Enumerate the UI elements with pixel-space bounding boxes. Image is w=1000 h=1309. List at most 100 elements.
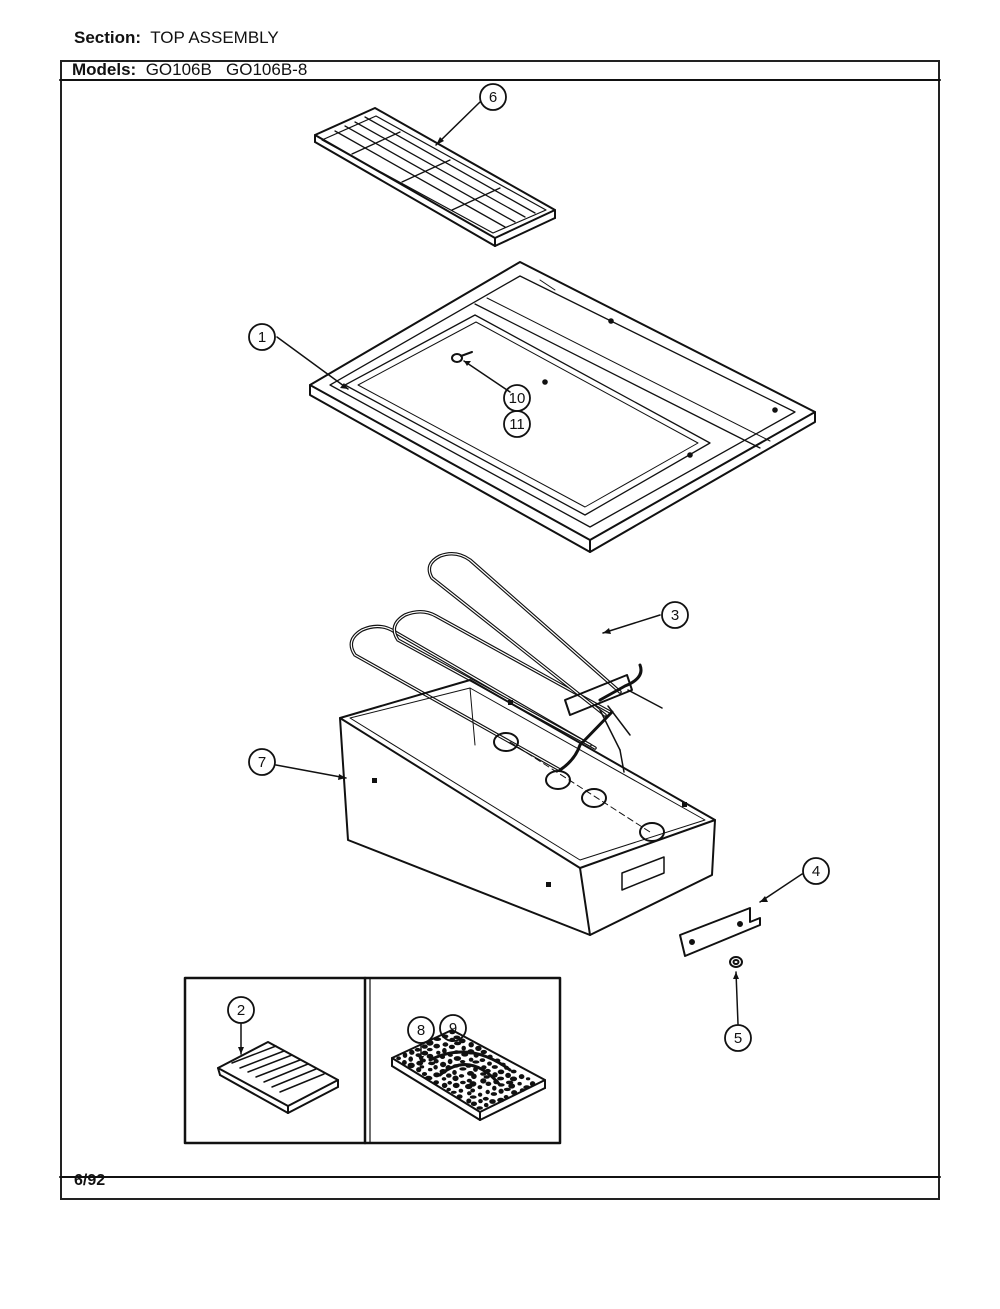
lava-rock (511, 1090, 518, 1096)
accessory-inset-frame (183, 976, 562, 1145)
lava-rock (453, 1050, 460, 1054)
lava-rock (505, 1072, 511, 1078)
lava-rock (452, 1064, 460, 1068)
lava-rock (424, 1075, 433, 1081)
lava-rock (450, 1090, 457, 1094)
lava-rock (408, 1056, 414, 1062)
revision-date: 6/92 (74, 1172, 106, 1189)
lava-rock (478, 1099, 483, 1104)
screw-part (451, 351, 473, 363)
lava-rock (439, 1069, 447, 1074)
lava-rock (458, 1088, 464, 1093)
lava-rock (497, 1076, 505, 1081)
lava-rock (497, 1069, 505, 1075)
lava-rock (441, 1077, 447, 1081)
lava-rock (492, 1085, 497, 1091)
lava-rock (477, 1085, 483, 1090)
lava-rock (421, 1050, 429, 1056)
lava-rock (510, 1069, 517, 1074)
callout-8: 8 (417, 1022, 425, 1039)
lava-rock (475, 1045, 482, 1051)
lava-rock (468, 1042, 474, 1048)
callout-7: 7 (258, 754, 266, 771)
callout-4: 4 (812, 863, 820, 880)
lava-rock (409, 1049, 415, 1055)
lava-rock (448, 1044, 455, 1050)
lava-rock (519, 1088, 526, 1092)
callout-3: 3 (671, 607, 679, 624)
lava-rock (421, 1072, 428, 1076)
grill-grate-part (314, 107, 556, 247)
lava-rock (493, 1079, 499, 1085)
lava-rock-texture (396, 1030, 536, 1110)
lava-rock (458, 1074, 465, 1078)
models-value: GO106B GO106B-8 (145, 60, 308, 79)
lava-rock (452, 1070, 457, 1075)
lava-rock (407, 1062, 415, 1069)
lava-rock (433, 1037, 442, 1041)
lava-rock (470, 1101, 477, 1107)
lava-rock (504, 1065, 509, 1070)
drip-pan-part (339, 679, 716, 936)
models-label: Models: (72, 60, 137, 79)
lava-rock (441, 1082, 448, 1089)
lava-rock (517, 1081, 522, 1086)
lava-rock (468, 1057, 474, 1062)
callout-6: 6 (489, 89, 497, 106)
lava-rock (498, 1088, 504, 1094)
lava-rock (428, 1061, 436, 1066)
lava-rock (503, 1087, 511, 1092)
lava-rock (461, 1045, 466, 1051)
lava-rock (459, 1060, 466, 1064)
lava-rock (426, 1047, 433, 1052)
callout-5: 5 (734, 1030, 742, 1047)
lava-rock (414, 1047, 421, 1052)
lava-rock (503, 1095, 509, 1099)
lava-rock (487, 1061, 492, 1066)
lava-rock (473, 1066, 478, 1072)
lava-rock (480, 1078, 487, 1084)
lava-rock (492, 1072, 498, 1078)
lava-rock (476, 1106, 483, 1110)
lava-rock (427, 1067, 433, 1072)
lava-rock (453, 1035, 461, 1040)
lava-rock (446, 1087, 452, 1092)
lava-rock (466, 1078, 472, 1083)
lava-rock (446, 1073, 452, 1078)
lava-rock (484, 1068, 491, 1073)
nut-part (729, 956, 743, 968)
lava-rock (523, 1085, 531, 1090)
lava-rock (456, 1094, 463, 1099)
callout-11: 11 (509, 416, 525, 433)
callout-1: 1 (258, 329, 266, 346)
lava-rock (485, 1081, 492, 1087)
lava-rock (499, 1062, 506, 1067)
lava-rock (442, 1047, 447, 1054)
lava-rock (509, 1076, 518, 1082)
lava-rock (460, 1080, 466, 1085)
models-heading: Models: GO106B GO106B-8 (72, 60, 307, 80)
lava-rock (419, 1065, 425, 1069)
lava-rock (481, 1065, 487, 1070)
lava-rock (483, 1075, 490, 1079)
callout-leaders (240, 101, 803, 1064)
lava-rock (402, 1052, 408, 1058)
lava-rock (490, 1092, 498, 1096)
lava-rock (485, 1089, 490, 1095)
lava-rock (433, 1072, 441, 1078)
lava-rock (497, 1083, 505, 1087)
heating-element-part (349, 552, 663, 773)
lava-rock (442, 1042, 449, 1047)
lava-rock (426, 1053, 434, 1059)
lava-rock (452, 1082, 460, 1089)
lava-rock (483, 1102, 489, 1108)
lava-rock (433, 1059, 439, 1064)
callout-2: 2 (237, 1002, 245, 1019)
lava-rock (453, 1056, 462, 1061)
section-heading: Section: TOP ASSEMBLY (74, 28, 279, 48)
lava-rock (472, 1060, 480, 1064)
lava-rock (479, 1058, 486, 1062)
griddle-plate-part (217, 1041, 339, 1114)
diagram-frame (60, 60, 940, 1200)
lava-rock (466, 1098, 472, 1104)
